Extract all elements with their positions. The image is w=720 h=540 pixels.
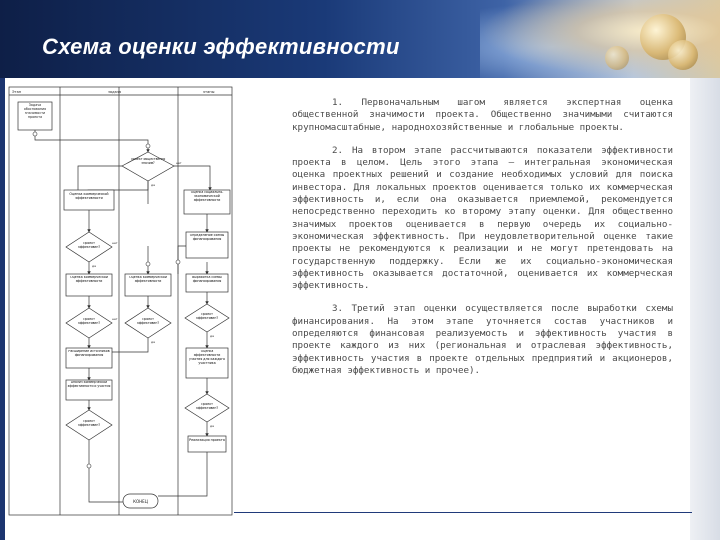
flowchart-diagram: Этап задача этапы Задача обоснования зна… <box>8 86 233 516</box>
flow-box-participant-efficiency: Оценка эффективности участия для каждого… <box>188 350 226 365</box>
flow-label-no: нет <box>112 241 118 245</box>
paragraph-stage-2: 2. На втором этапе рассчитываются показа… <box>292 144 673 292</box>
flow-label-no: нет <box>176 161 182 165</box>
flow-decision-right-2: Проект эффективен? <box>196 313 218 320</box>
flow-box-socioeconomic: Оценка социально-экономической эффективн… <box>190 191 224 202</box>
flow-box-participation-analysis: Анализ коммерческой эффективности и учас… <box>67 381 111 388</box>
flow-box-implementation: Реализация проекта <box>189 438 225 442</box>
flow-label-yes: да <box>92 264 96 268</box>
flow-label-yes: да <box>151 340 155 344</box>
flow-box-commercial-mid: Оценка коммерческой эффективности <box>129 276 167 283</box>
flow-decision-significance: Проект общественно значим? <box>130 158 166 165</box>
right-decorative-strip <box>690 78 720 540</box>
coin-decoration <box>668 40 698 70</box>
flow-label-yes: да <box>210 424 214 428</box>
flow-decision-left-3: Проект эффективен? <box>78 420 100 427</box>
paragraph-stage-1: 1. Первоначальным шагом является эксперт… <box>292 97 673 133</box>
body-text: 1. Первоначальным шагом является эксперт… <box>292 97 673 388</box>
flow-decision-left-2: Проект эффективен? <box>78 318 100 325</box>
flow-label-yes: да <box>210 334 214 338</box>
flowchart-col-header: Этап <box>12 90 22 94</box>
flow-decision-left-1: Проект эффективен? <box>78 242 100 249</box>
flow-box-commercial-2: Оценка коммерческой эффективности <box>70 276 108 283</box>
flow-box-financing-scheme: Определение схемы финансирования <box>189 234 225 241</box>
slide-title: Схема оценки эффективности <box>42 34 400 59</box>
flow-box-commercial-1: Оценка коммерческой эффективности <box>69 192 109 200</box>
coin-decoration <box>605 46 629 70</box>
paragraph-stage-3: 3. Третий этап оценки осуществляется пос… <box>292 303 673 376</box>
flow-label-no: нет <box>112 317 118 321</box>
flow-start-box: Задача обоснования значимости проекта <box>23 103 47 119</box>
left-accent-strip <box>0 78 5 540</box>
footer-rule <box>234 512 692 513</box>
flow-box-financing-sources: Расширение источников финансирования <box>68 350 110 357</box>
flow-end-terminator: КОНЕЦ <box>133 499 148 504</box>
flow-label-yes: да <box>151 183 155 187</box>
flow-decision-right-3: Проект эффективен? <box>196 403 218 410</box>
flow-box-financing-dev: Выработка схемы финансирования <box>192 276 222 283</box>
slide-header: Схема оценки эффективности <box>0 0 720 78</box>
flowchart-col-header: этапы <box>203 90 215 94</box>
flowchart-col-header: задача <box>108 90 121 94</box>
flow-decision-mid-2: Проект эффективен? <box>137 318 159 325</box>
